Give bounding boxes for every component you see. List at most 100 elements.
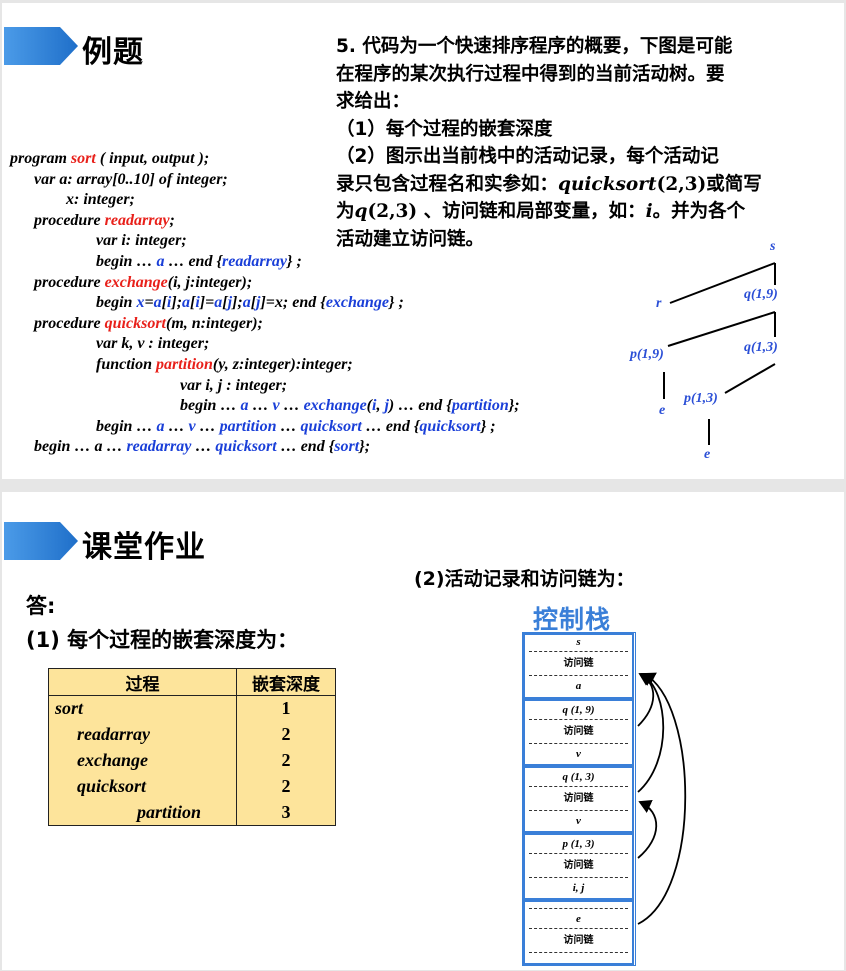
access-link-label: 访问链: [563, 860, 594, 871]
record-divider: [529, 908, 628, 909]
activation-record-p13: p (1, 3) 访问链 i, j: [523, 833, 634, 900]
access-link-label: 访问链: [563, 726, 594, 737]
procedure-name: sort: [48, 695, 237, 722]
table-row: quicksort 2: [48, 773, 336, 800]
problem-line: 5. 代码为一个快速排序程序的概要，下图是可能: [336, 36, 733, 57]
code-line: function partition(y, z:integer):integer…: [96, 355, 353, 373]
tree-node-q19: q(1,9): [744, 287, 778, 302]
tree-node-s: s: [770, 239, 776, 254]
record-divider: [529, 786, 628, 787]
page-title: 例题: [82, 35, 144, 70]
link-p13-to-q13: [637, 799, 658, 859]
table-row: exchange 2: [48, 747, 336, 774]
tree-node-p13: p(1,3): [684, 391, 718, 406]
link-e-to-s: [637, 672, 687, 925]
table-row: readarray 2: [48, 721, 336, 748]
code-line: begin … a … readarray … quicksort … end …: [34, 438, 371, 456]
code-line: x: integer;: [66, 191, 135, 209]
tree-node-p19: p(1,9): [630, 347, 664, 362]
access-link-label: 访问链: [563, 793, 594, 804]
record-divider: [529, 719, 628, 720]
answer-label: 答:: [26, 594, 56, 618]
record-local: v: [576, 748, 581, 760]
column-header: 嵌套深度: [236, 668, 336, 696]
procedure-depth: 2: [236, 747, 336, 774]
tree-node-e1: e: [659, 403, 666, 418]
problem-item-2: （2）图示出当前栈中的活动记录，每个活动记: [336, 146, 719, 167]
page-title: 课堂作业: [82, 530, 206, 565]
nesting-depth-table: 过程 嵌套深度 sort 1 readarray 2 exchange 2 qu…: [48, 668, 336, 826]
code-line: var i, j : integer;: [180, 376, 288, 394]
table-header-row: 过程 嵌套深度: [48, 668, 336, 696]
procedure-depth: 1: [236, 695, 336, 722]
code-line: begin … a … v … exchange(i, j) … end {pa…: [180, 397, 520, 415]
problem-line: 求给出：: [336, 91, 411, 112]
link-q13-to-s: [637, 673, 665, 793]
answer-part-2: (2)活动记录和访问链为：: [414, 568, 635, 590]
access-link-label: 访问链: [563, 935, 594, 946]
record-divider: [529, 853, 628, 854]
procedure-depth: 2: [236, 773, 336, 800]
problem-line: 录只包含过程名和实参如：quicksort(2,3)或简写: [336, 173, 762, 195]
procedure-name: exchange: [48, 747, 237, 774]
procedure-name: partition: [48, 799, 237, 826]
code-line: var k, v : integer;: [96, 335, 210, 353]
problem-line: 活动建立访问链。: [336, 228, 485, 250]
access-link-label: 访问链: [563, 658, 594, 669]
code-line: program sort ( input, output );: [10, 150, 210, 167]
header-arrow-icon: [4, 27, 78, 65]
code-line: procedure readarray;: [34, 211, 175, 229]
tree-node-e2: e: [704, 447, 711, 462]
code-line: begin … a … end {readarray} ;: [96, 252, 302, 270]
control-stack-title: 控制栈: [533, 605, 612, 634]
record-divider: [529, 743, 628, 744]
record-divider: [529, 928, 628, 929]
procedure-name: quicksort: [48, 773, 237, 800]
record-local: a: [575, 680, 582, 692]
slide-homework: 课堂作业 答: (1) 每个过程的嵌套深度为： (2)活动记录和访问链为： 过程…: [2, 492, 844, 970]
slide-example: 例题 5. 代码为一个快速排序程序的概要，下图是可能 在程序的某次执行过程中得到…: [2, 3, 844, 479]
activation-record-q19: q (1, 9) 访问链 v: [523, 699, 634, 766]
record-divider: [529, 952, 628, 953]
code-listing: program sort ( input, output ); var a: a…: [10, 149, 520, 458]
code-line: procedure exchange(i, j:integer);: [34, 273, 253, 291]
record-divider: [529, 675, 628, 676]
record-name: q (1, 9): [562, 704, 595, 716]
tree-edges: [663, 262, 776, 445]
code-line: begin … a … v … partition … quicksort … …: [96, 417, 496, 435]
problem-item-1: （1）每个过程的嵌套深度: [336, 118, 553, 140]
activation-record-e: e 访问链: [523, 900, 634, 965]
record-local: i, j: [572, 882, 585, 894]
activation-record-q13: q (1, 3) 访问链 v: [523, 766, 634, 833]
problem-line: 在程序的某次执行过程中得到的当前活动树。要: [336, 63, 725, 85]
code-line: var i: integer;: [96, 232, 187, 250]
code-line: procedure quicksort(m, n:integer);: [34, 314, 263, 332]
answer-part-1: (1) 每个过程的嵌套深度为：: [26, 628, 299, 652]
control-stack: s 访问链 a q (1, 9) 访问链 v q (1, 3) 访问链 v p …: [522, 632, 636, 966]
edge-q19-p19: [667, 311, 776, 347]
activation-record-s: s 访问链 a: [523, 633, 634, 699]
record-name: q (1, 3): [562, 771, 595, 783]
record-local: v: [576, 815, 581, 827]
table-row: partition 3: [48, 799, 336, 826]
record-divider: [529, 651, 628, 652]
code-line: begin x=a[i];a[i]=a[j];a[j]=x; end {exch…: [96, 294, 404, 312]
code-line: var a: array[0..10] of integer;: [34, 170, 228, 188]
tree-node-q13: q(1,3): [744, 340, 778, 355]
column-header: 过程: [48, 668, 237, 696]
problem-line: 为q(2,3) 、访问链和局部变量，如：i。并为各个: [336, 201, 746, 222]
edge-q13-p13: [724, 363, 776, 394]
procedure-name: readarray: [48, 721, 237, 748]
record-divider: [529, 877, 628, 878]
record-divider: [529, 810, 628, 811]
record-name: e: [576, 913, 581, 925]
table-row: sort 1: [48, 695, 336, 722]
access-link-arrows: [637, 672, 687, 925]
record-name: s: [576, 636, 581, 648]
record-name: p (1, 3): [562, 838, 595, 850]
problem-statement: 5. 代码为一个快速排序程序的概要，下图是可能 在程序的某次执行过程中得到的当前…: [336, 33, 836, 253]
header-arrow-icon: [4, 522, 78, 560]
edge-s-r: [669, 262, 776, 304]
activation-tree: s r q(1,9) p(1,9) q(1,3) e p(1,3) e: [612, 233, 812, 473]
procedure-depth: 3: [236, 799, 336, 826]
